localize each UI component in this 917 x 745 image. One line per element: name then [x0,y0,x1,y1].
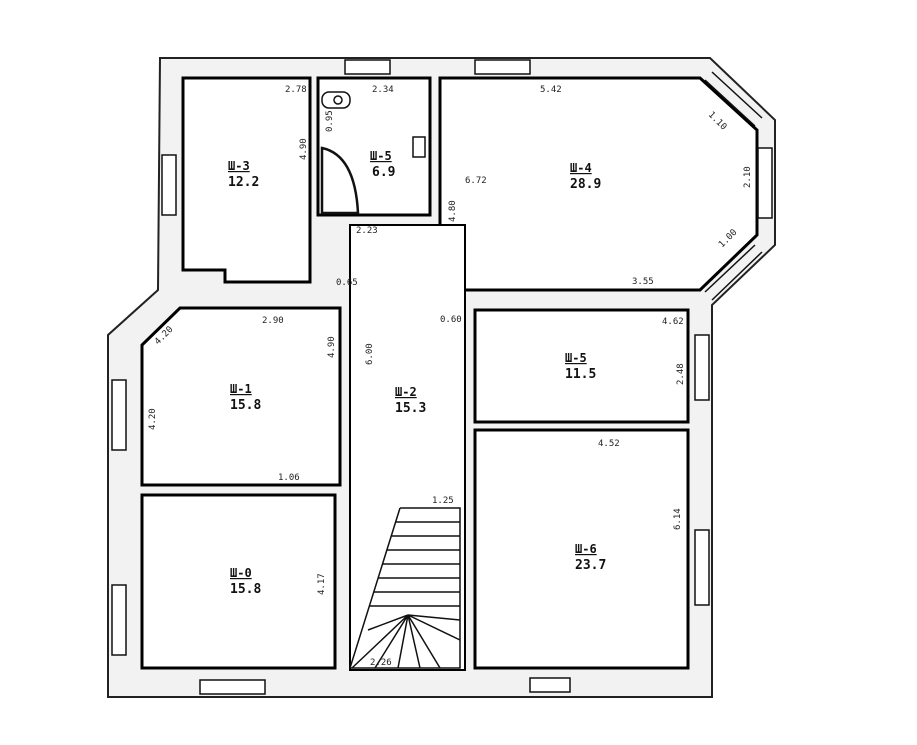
svg-text:2.48: 2.48 [676,363,686,385]
room-area: 28.9 [570,177,601,192]
svg-text:4.80: 4.80 [448,200,458,222]
staircase [348,507,461,669]
room-1 [181,76,312,284]
svg-text:4.17: 4.17 [317,573,327,595]
corridor [349,224,466,671]
bathtub-icon [320,146,360,215]
room-code: Ш-2 [395,385,417,399]
toilet-icon [321,91,351,109]
room-area: 15.3 [395,401,426,416]
svg-text:2.34: 2.34 [372,85,394,95]
svg-text:4.90: 4.90 [327,336,337,358]
svg-text:6.14: 6.14 [673,508,683,530]
svg-text:0.65: 0.65 [336,278,358,288]
room-code: Ш-1 [230,382,252,396]
svg-text:2.90: 2.90 [262,316,284,326]
room-code: Ш-0 [230,566,252,580]
svg-text:4.90: 4.90 [299,138,309,160]
room-area: 23.7 [575,558,606,573]
room-code: Ш-6 [575,542,597,556]
svg-text:2.23: 2.23 [356,226,378,236]
svg-text:6.00: 6.00 [365,343,375,365]
room-code: Ш-5 [370,149,392,163]
room-code: Ш-3 [228,159,250,173]
svg-text:4.62: 4.62 [662,317,684,327]
room-area: 15.8 [230,582,261,597]
room-area: 11.5 [565,367,596,382]
svg-text:0.95: 0.95 [325,110,335,132]
room-code: Ш-5 [565,351,587,365]
svg-text:2.10: 2.10 [743,166,753,188]
sink-icon [412,136,426,158]
room-6 [473,308,690,424]
svg-text:0.60: 0.60 [440,315,462,325]
svg-text:2.78: 2.78 [285,85,307,95]
svg-text:1.25: 1.25 [432,496,454,506]
svg-text:2.26: 2.26 [370,658,392,668]
svg-text:6.72: 6.72 [465,176,487,186]
windows [111,59,773,695]
svg-text:3.55: 3.55 [632,277,654,287]
room-area: 6.9 [372,165,395,180]
svg-text:1.06: 1.06 [278,473,300,483]
svg-text:4.20: 4.20 [148,408,158,430]
room-2-bathroom [316,76,432,217]
room-area: 15.8 [230,398,261,413]
room-area: 12.2 [228,175,259,190]
room-4 [140,306,342,487]
svg-text:5.42: 5.42 [540,85,562,95]
room-8 [140,493,337,670]
room-7 [473,428,690,670]
svg-text:4.52: 4.52 [598,439,620,449]
room-code: Ш-4 [570,161,592,175]
